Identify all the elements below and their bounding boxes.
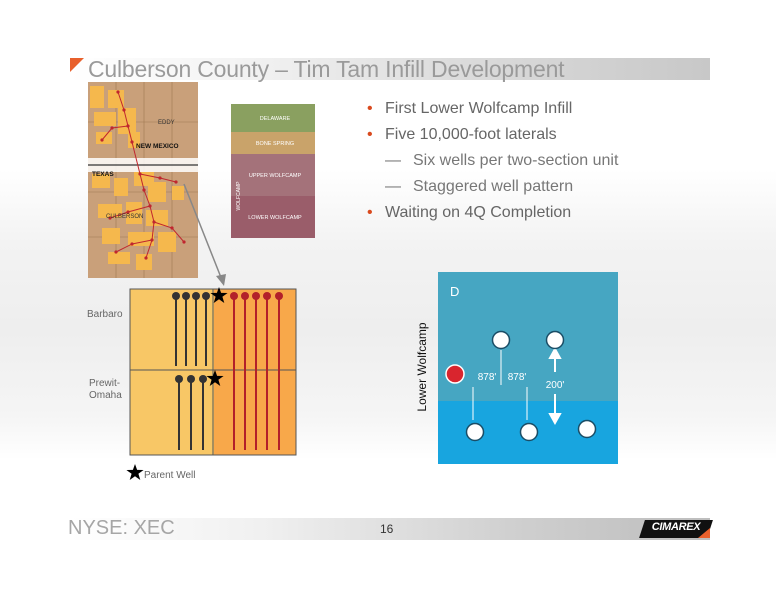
sub-bullet-item: Six wells per two-section unit [367,148,618,174]
title-flag [70,58,84,72]
well-spacing-grid: Barbaro Prewit- Omaha Parent Well [87,287,297,481]
prewit-wells [175,375,207,383]
parent-well-dot [445,364,465,384]
bullet-item: Five 10,000-foot laterals [367,122,618,148]
lower-wolfcamp-section: D 878' 878' 200' [438,272,618,464]
well-symbols [465,330,597,442]
legend-star-icon [126,464,144,480]
well-dots [100,90,186,260]
layer-bone-spring [231,132,315,154]
acreage-blocks [90,86,184,270]
bullet-item: First Lower Wolfcamp Infill [367,96,618,122]
area-map: EDDY NEW MEXICO TEXAS CULBERSON [88,82,198,278]
barbaro-infill-wells [230,292,283,300]
map-label-culberson: CULBERSON [106,214,143,220]
map-label-texas: TEXAS [92,171,114,178]
strat-label-delaware: DELAWARE [260,116,291,122]
layer-upper-wolfcamp [231,154,315,196]
ticker-label: NYSE: XEC [68,517,175,539]
legend-parent-well: Parent Well [144,470,196,481]
stratigraphic-column: DELAWARE BONE SPRING UPPER WOLFCAMP LOWE… [231,104,315,238]
map-label-eddy: EDDY [158,120,175,126]
page-number: 16 [380,522,394,536]
company-logo: CIMAREX [651,521,701,533]
layer-lower-wolfcamp [231,196,315,238]
barbaro-infill-laterals [233,296,280,450]
layer-delaware [231,104,315,132]
vertical-spacing-label: 200' [546,380,565,391]
spacing-lines [472,350,528,420]
strat-label-bone-spring: BONE SPRING [256,141,294,147]
strat-label-lower-wolfcamp: LOWER WOLFCAMP [248,215,302,221]
prewit-laterals [178,379,204,450]
title-bar [70,58,710,80]
vertical-arrows [548,346,562,426]
strat-label-upper-wolfcamp: UPPER WOLFCAMP [249,173,302,179]
barbaro-existing-laterals [175,296,207,366]
parent-well-star-top [210,287,228,303]
sub-bullet-item: Staggered well pattern [367,174,618,200]
row-label-omaha: Omaha [89,390,122,401]
bullet-list: First Lower Wolfcamp Infill Five 10,000-… [367,96,618,226]
spacing-label-1: 878' [478,372,497,383]
section-label: D [450,284,459,299]
bullet-item: Waiting on 4Q Completion [367,200,618,226]
row-label-prewit: Prewit- [89,378,120,389]
logo-accent [698,528,710,538]
connector-arrow [183,183,226,286]
lower-wolfcamp-label: Lower Wolfcamp [415,322,429,412]
spacing-label-2: 878' [508,372,527,383]
barbaro-existing-wells [172,292,210,300]
row-label-barbaro: Barbaro [87,309,123,320]
slide-title: Culberson County – Tim Tam Infill Develo… [88,56,565,82]
parent-well-star-bottom [206,370,224,386]
strat-side-label: WOLFCAMP [236,181,242,211]
footer-bar [70,518,710,540]
upper-zone [438,272,618,401]
map-label-new-mexico: NEW MEXICO [136,143,179,150]
